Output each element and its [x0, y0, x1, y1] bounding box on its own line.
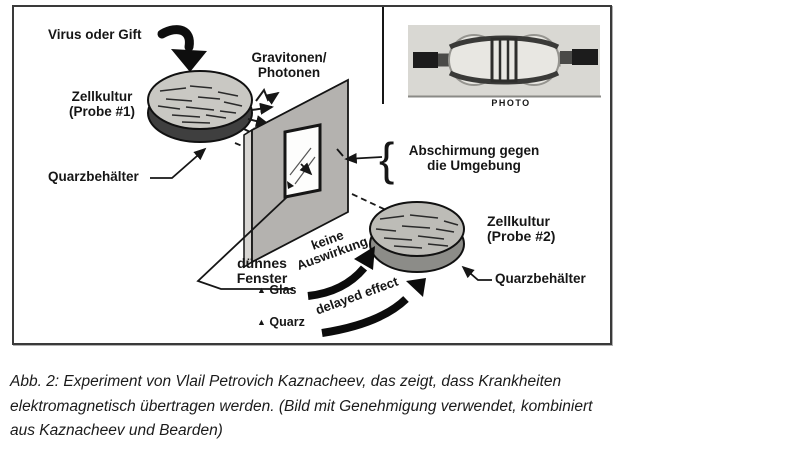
culture2-name: Zellkultur: [487, 213, 551, 229]
glass-text: Glas: [269, 283, 297, 297]
dish1-culture-texture: [157, 85, 243, 124]
virus-label: Virus oder Gift: [48, 27, 142, 42]
virus-arrow: [157, 25, 207, 72]
caption-line1: Abb. 2: Experiment von Vlail Petrovich K…: [10, 373, 562, 390]
thin-window-line2: Fenster: [236, 270, 288, 287]
culture1-label: Zellkultur (Probe #1): [60, 89, 144, 120]
shield-pointer: [336, 148, 383, 164]
photo-inset: [408, 25, 601, 98]
screen-side-edge: [243, 128, 253, 269]
quartz-label: ▲ Quarz: [257, 315, 305, 330]
quartz2-pointer: [461, 265, 492, 281]
caption-line3: aus Kaznacheev und Bearden): [10, 422, 223, 439]
quartz-triangle-icon: ▲: [257, 317, 266, 327]
quartz1-pointer: [150, 147, 207, 179]
shielding-brace: {: [379, 133, 395, 185]
culture1-name: Zellkultur: [71, 89, 133, 104]
culture2-label: Zellkultur (Probe #2): [487, 213, 556, 245]
window-beam-arrow: [299, 162, 313, 176]
dish2-culture-texture: [375, 214, 459, 249]
no-effect-arrow: [307, 246, 375, 300]
gravitons-line1: Gravitonen/: [251, 50, 327, 65]
ampoule-photo: [413, 34, 598, 86]
shield-screen: [243, 78, 349, 269]
petri-dish-1: [147, 70, 253, 143]
delayed-effect-arrow: [321, 278, 426, 337]
glass-triangle-icon: ▲: [257, 285, 266, 295]
thin-window-leader: [196, 196, 293, 290]
glass-label: ▲ Glas: [257, 283, 297, 298]
figure-caption: Abb. 2: Experiment von Vlail Petrovich K…: [10, 370, 790, 444]
quartz1-label: Quarzbehälter: [48, 169, 139, 184]
culture1-probe: (Probe #1): [68, 103, 136, 119]
shielding-line2: die Umgebung: [427, 157, 521, 173]
photo-caption: PHOTO: [491, 98, 531, 108]
thin-window-line1: dünnes: [237, 255, 287, 271]
shielding-line1: Abschirmung gegen: [408, 143, 540, 158]
gravitons-line2: Photonen: [257, 64, 321, 80]
window-corner-tick: [287, 181, 294, 189]
beam-dashed-right: [351, 193, 387, 211]
culture2-probe: (Probe #2): [487, 228, 556, 245]
quartz-text: Quarz: [269, 315, 305, 329]
thin-window-label: dünnes Fenster: [224, 255, 300, 287]
caption-line2: elektromagnetisch übertragen werden. (Bi…: [10, 397, 593, 415]
petri-dish-2: [369, 201, 465, 273]
gravitons-label: Gravitonen/ Photonen: [238, 50, 340, 81]
quartz2-label: Quarzbehälter: [495, 271, 586, 286]
thin-window: [283, 123, 322, 199]
shielding-label: Abschirmung gegen die Umgebung: [395, 143, 553, 174]
diagram-artwork: [147, 7, 601, 337]
experiment-diagram: Virus oder Gift Zellkultur (Probe #1) Qu…: [12, 5, 612, 345]
